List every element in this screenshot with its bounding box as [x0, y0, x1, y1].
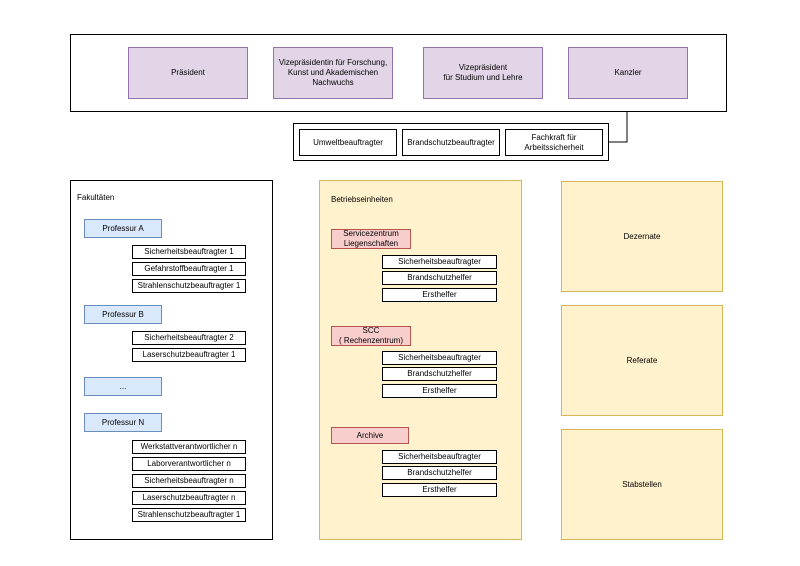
- professur-a-label: Professur A: [102, 223, 144, 233]
- stabstellen-box: Stabstellen: [561, 429, 723, 540]
- referate-label: Referate: [626, 355, 658, 365]
- brandschutz-label: Brandschutzbeauftragter: [407, 137, 495, 147]
- n-item-1-label: Werkstattverantwortlicher n: [140, 442, 238, 451]
- fakultaeten-title: Fakultäten: [77, 193, 115, 202]
- umwelt-label: Umweltbeauftragter: [313, 137, 383, 147]
- stabstellen-label: Stabstellen: [622, 479, 662, 489]
- sz-item-2-label: Brandschutzhelfer: [407, 273, 472, 282]
- n-item-2: Laborverantwortlicher n: [132, 457, 246, 471]
- archive-item-1-label: Sicherheitsbeauftragter: [398, 452, 481, 461]
- referate-box: Referate: [561, 305, 723, 416]
- scc-item-2-label: Brandschutzhelfer: [407, 369, 472, 378]
- sz-item-1-label: Sicherheitsbeauftragter: [398, 257, 481, 266]
- n-item-1: Werkstattverantwortlicher n: [132, 440, 246, 454]
- vp-forschung-label: Vizepräsidentin für Forschung, Kunst und…: [278, 58, 388, 87]
- brandschutz-box: Brandschutzbeauftragter: [402, 129, 500, 156]
- betrieb-title: Betriebseinheiten: [331, 195, 393, 204]
- fachkraft-label: Fachkraft für Arbeitssicherheit: [524, 132, 584, 152]
- b-item-2: Laserschutzbeauftragter 1: [132, 348, 246, 362]
- a-item-2: Gefahrstoffbeauftragter 1: [132, 262, 246, 276]
- ellipsis-box: ...: [84, 377, 162, 396]
- kanzler-label: Kanzler: [614, 68, 642, 77]
- professur-n-box: Professur N: [84, 413, 162, 432]
- professur-b-label: Professur B: [102, 309, 144, 319]
- n-item-4-label: Laserschutzbeauftragter n: [142, 493, 236, 502]
- sz-item-3-label: Ersthelfer: [422, 290, 457, 299]
- b-item-1: Sicherheitsbeauftragter 2: [132, 331, 246, 345]
- professur-a-box: Professur A: [84, 219, 162, 238]
- dezernate-label: Dezernate: [623, 231, 661, 241]
- praesident-label: Präsident: [171, 68, 205, 77]
- scc-label: SCC ( Rechenzentrum): [338, 326, 404, 345]
- archive-item-3-label: Ersthelfer: [422, 485, 457, 494]
- scc-item-3: Ersthelfer: [382, 384, 497, 398]
- a-item-1-label: Sicherheitsbeauftragter 1: [144, 247, 234, 256]
- b-item-2-label: Laserschutzbeauftragter 1: [142, 350, 236, 359]
- scc-item-2: Brandschutzhelfer: [382, 367, 497, 381]
- scc-item-1-label: Sicherheitsbeauftragter: [398, 353, 481, 362]
- vp-studium-label: Vizepräsident für Studium und Lehre: [443, 63, 523, 82]
- kanzler-box: Kanzler: [568, 47, 688, 99]
- umwelt-box: Umweltbeauftragter: [299, 129, 397, 156]
- a-item-3-label: Strahlenschutzbeauftragter 1: [137, 281, 241, 290]
- servicezentrum-label: Servicezentrum Liegenschaften: [343, 229, 399, 248]
- servicezentrum-box: Servicezentrum Liegenschaften: [331, 229, 411, 249]
- n-item-5: Strahlenschutzbeauftragter 1: [132, 508, 246, 522]
- archive-item-1: Sicherheitsbeauftragter: [382, 450, 497, 464]
- n-item-5-label: Strahlenschutzbeauftragter 1: [137, 510, 241, 519]
- n-item-2-label: Laborverantwortlicher n: [147, 459, 231, 468]
- kanzler-connector: [609, 112, 628, 143]
- professur-n-label: Professur N: [101, 417, 145, 427]
- scc-item-3-label: Ersthelfer: [422, 386, 457, 395]
- archive-item-2-label: Brandschutzhelfer: [407, 468, 472, 477]
- professur-b-box: Professur B: [84, 305, 162, 324]
- scc-box: SCC ( Rechenzentrum): [331, 326, 411, 346]
- n-item-3-label: Sicherheitsbeauftragter n: [144, 476, 234, 485]
- n-item-3: Sicherheitsbeauftragter n: [132, 474, 246, 488]
- vp-forschung-box: Vizepräsidentin für Forschung, Kunst und…: [273, 47, 393, 99]
- praesident-box: Präsident: [128, 47, 248, 99]
- scc-item-1: Sicherheitsbeauftragter: [382, 351, 497, 365]
- fachkraft-box: Fachkraft für Arbeitssicherheit: [505, 129, 603, 156]
- sz-item-3: Ersthelfer: [382, 288, 497, 302]
- archive-item-3: Ersthelfer: [382, 483, 497, 497]
- a-item-1: Sicherheitsbeauftragter 1: [132, 245, 246, 259]
- sz-item-1: Sicherheitsbeauftragter: [382, 255, 497, 269]
- archive-item-2: Brandschutzhelfer: [382, 466, 497, 480]
- archive-label: Archive: [356, 430, 384, 440]
- a-item-3: Strahlenschutzbeauftragter 1: [132, 279, 246, 293]
- archive-box: Archive: [331, 427, 409, 444]
- n-item-4: Laserschutzbeauftragter n: [132, 491, 246, 505]
- ellipsis-label: ...: [119, 381, 127, 391]
- a-item-2-label: Gefahrstoffbeauftragter 1: [144, 264, 234, 273]
- dezernate-box: Dezernate: [561, 181, 723, 292]
- vp-studium-box: Vizepräsident für Studium und Lehre: [423, 47, 543, 99]
- b-item-1-label: Sicherheitsbeauftragter 2: [144, 333, 234, 342]
- sz-item-2: Brandschutzhelfer: [382, 271, 497, 285]
